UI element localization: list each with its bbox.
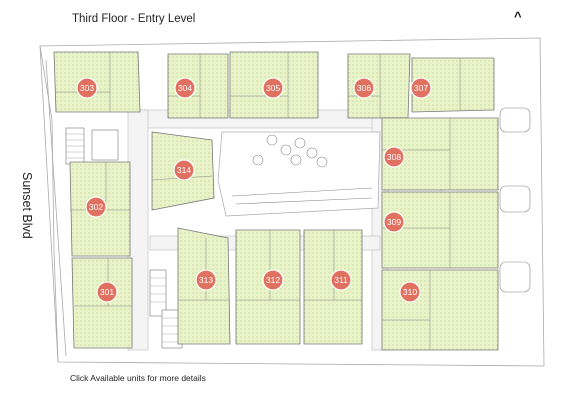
unit-marker-circle[interactable] [173,159,195,181]
unit-marker-301[interactable]: 301 [96,281,118,303]
north-arrow-icon: ^ [514,9,522,24]
unit-marker-311[interactable]: 311 [330,269,352,291]
unit-marker-310[interactable]: 310 [399,281,421,303]
unit-label: 305 [266,83,280,93]
unit-label: 309 [387,217,401,227]
unit-label: 303 [80,83,94,93]
unit-marker-308[interactable]: 308 [383,146,405,168]
unit-310[interactable] [381,269,499,351]
unit-label: 310 [403,287,417,297]
unit-marker-306[interactable]: 306 [353,77,375,99]
unit-label: 314 [177,165,191,175]
unit-marker-circle[interactable] [262,77,284,99]
unit-marker-303[interactable]: 303 [76,77,98,99]
unit-marker-305[interactable]: 305 [262,77,284,99]
unit-label: 306 [357,83,371,93]
building-outline [39,37,545,367]
courtyard [217,131,381,217]
unit-label: 308 [387,152,401,162]
unit-marker-307[interactable]: 307 [410,77,432,99]
unit-label: 313 [199,275,213,285]
unit-marker-circle[interactable] [383,211,405,233]
unit-marker-314[interactable]: 314 [173,159,195,181]
unit-308[interactable] [381,117,499,191]
unit-311[interactable] [303,229,363,345]
unit-307[interactable] [411,57,495,113]
units[interactable] [53,51,499,351]
unit-marker-302[interactable]: 302 [85,196,107,218]
unit-marker-309[interactable]: 309 [383,211,405,233]
unit-label: 307 [414,83,428,93]
unit-marker-circle[interactable] [174,77,196,99]
unit-marker-circle[interactable] [410,77,432,99]
street-label: Sunset Blvd [20,171,34,239]
unit-marker-313[interactable]: 313 [195,269,217,291]
unit-markers[interactable]: 303 304 305 306 307 308 309 314 302 301 313 312 311 3… [76,77,432,303]
unit-marker-312[interactable]: 312 [262,269,284,291]
unit-label: 302 [89,202,103,212]
unit-label: 304 [178,83,192,93]
unit-304[interactable] [167,53,229,119]
unit-303[interactable] [53,51,141,113]
unit-marker-304[interactable]: 304 [174,77,196,99]
balconies [499,107,531,293]
unit-marker-circle[interactable] [85,196,107,218]
unit-301[interactable] [71,257,133,349]
unit-marker-circle[interactable] [76,77,98,99]
hint-text: Click Available units for more details [70,373,206,383]
unit-marker-circle[interactable] [96,281,118,303]
unit-label: 312 [266,275,280,285]
unit-marker-circle[interactable] [262,269,284,291]
unit-marker-circle[interactable] [195,269,217,291]
unit-309[interactable] [381,191,499,269]
floor-title: Third Floor - Entry Level [72,13,196,25]
unit-marker-circle[interactable] [353,77,375,99]
unit-marker-circle[interactable] [399,281,421,303]
unit-marker-circle[interactable] [383,146,405,168]
unit-marker-circle[interactable] [330,269,352,291]
unit-label: 311 [334,275,348,285]
unit-label: 301 [100,287,114,297]
interior-walls [56,52,461,350]
